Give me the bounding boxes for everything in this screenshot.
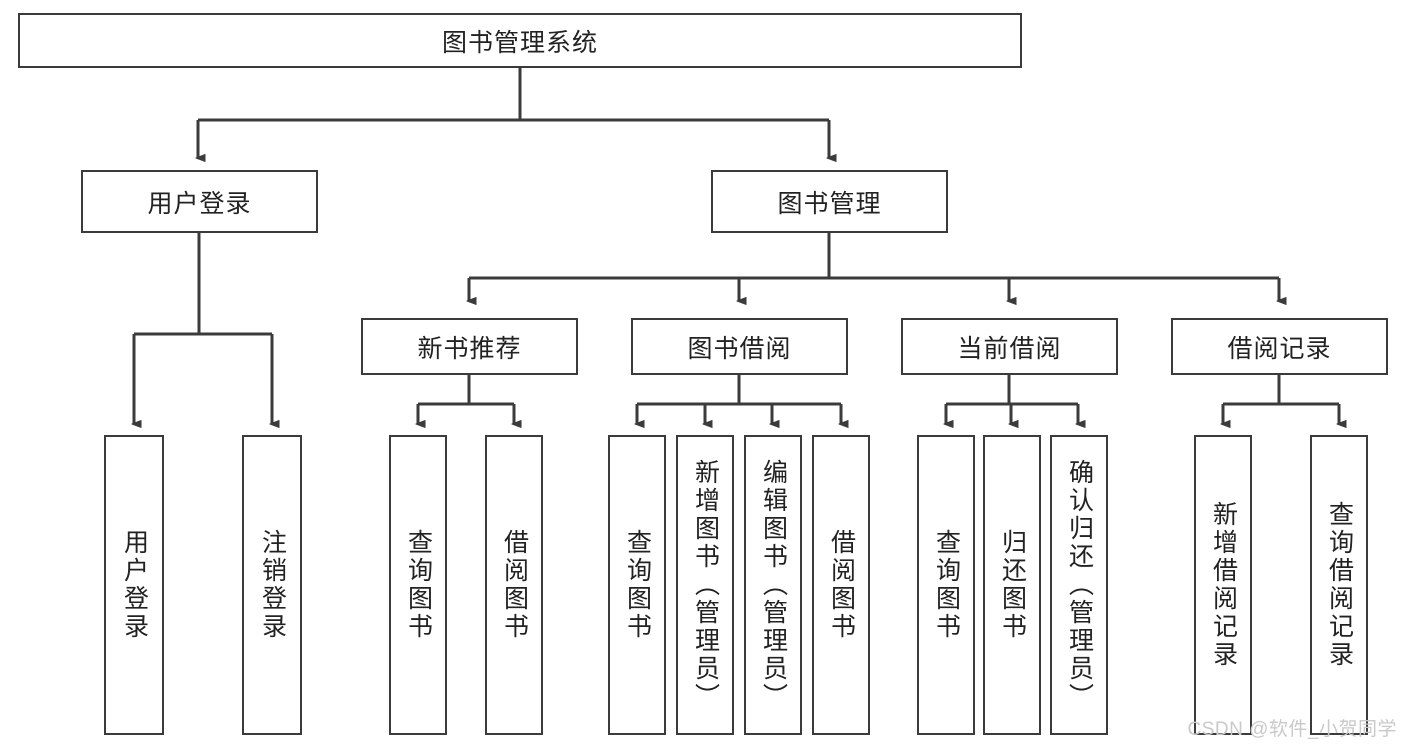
node-book-borrow-label: 图书借阅 (687, 334, 792, 363)
node-current-borrow-label: 当前借阅 (957, 334, 1062, 363)
node-borrow-record-label: 借阅记录 (1227, 334, 1332, 363)
node-leaf-return-book-label: 归还图书 (998, 529, 1027, 641)
csdn-watermark: CSDN @软件_小贺同学 (1187, 719, 1397, 740)
node-leaf-logout-login[interactable]: 注销登录 (242, 435, 302, 735)
node-leaf-borrow-book-2-label: 借阅图书 (827, 529, 856, 641)
node-leaf-query-book-3-label: 查询图书 (932, 529, 961, 641)
node-leaf-query-book-2-label: 查询图书 (623, 529, 652, 641)
node-leaf-query-book-3[interactable]: 查询图书 (917, 435, 975, 735)
node-root[interactable]: 图书管理系统 (18, 13, 1022, 68)
node-book-manage[interactable]: 图书管理 (711, 170, 948, 233)
node-leaf-query-record-label: 查询借阅记录 (1325, 501, 1354, 669)
node-new-book-recommend[interactable]: 新书推荐 (361, 318, 578, 375)
node-leaf-query-book-1[interactable]: 查询图书 (389, 435, 447, 735)
node-leaf-edit-book-label: 编辑图书（管理员） (759, 459, 788, 711)
node-root-label: 图书管理系统 (441, 28, 598, 57)
node-leaf-add-record-label: 新增借阅记录 (1209, 501, 1238, 669)
node-leaf-add-book[interactable]: 新增图书（管理员） (676, 435, 734, 735)
node-current-borrow[interactable]: 当前借阅 (901, 318, 1118, 375)
node-leaf-query-book-1-label: 查询图书 (404, 529, 433, 641)
node-leaf-confirm-return[interactable]: 确认归还（管理员） (1050, 435, 1108, 735)
node-leaf-add-record[interactable]: 新增借阅记录 (1194, 435, 1252, 735)
node-leaf-borrow-book-1[interactable]: 借阅图书 (485, 435, 543, 735)
node-user-login[interactable]: 用户登录 (81, 170, 318, 233)
node-book-borrow[interactable]: 图书借阅 (631, 318, 848, 375)
node-leaf-logout-login-label: 注销登录 (258, 529, 287, 641)
node-leaf-query-book-2[interactable]: 查询图书 (608, 435, 666, 735)
node-leaf-borrow-book-2[interactable]: 借阅图书 (812, 435, 870, 735)
node-leaf-borrow-book-1-label: 借阅图书 (500, 529, 529, 641)
node-leaf-edit-book[interactable]: 编辑图书（管理员） (744, 435, 802, 735)
node-leaf-user-login[interactable]: 用户登录 (104, 435, 164, 735)
node-user-login-label: 用户登录 (147, 189, 252, 218)
node-new-book-recommend-label: 新书推荐 (417, 334, 522, 363)
node-leaf-query-record[interactable]: 查询借阅记录 (1310, 435, 1368, 735)
node-leaf-add-book-label: 新增图书（管理员） (691, 459, 720, 711)
node-borrow-record[interactable]: 借阅记录 (1171, 318, 1388, 375)
node-leaf-return-book[interactable]: 归还图书 (983, 435, 1041, 735)
node-leaf-user-login-label: 用户登录 (120, 529, 149, 641)
node-leaf-confirm-return-label: 确认归还（管理员） (1065, 459, 1094, 711)
node-book-manage-label: 图书管理 (777, 189, 882, 218)
